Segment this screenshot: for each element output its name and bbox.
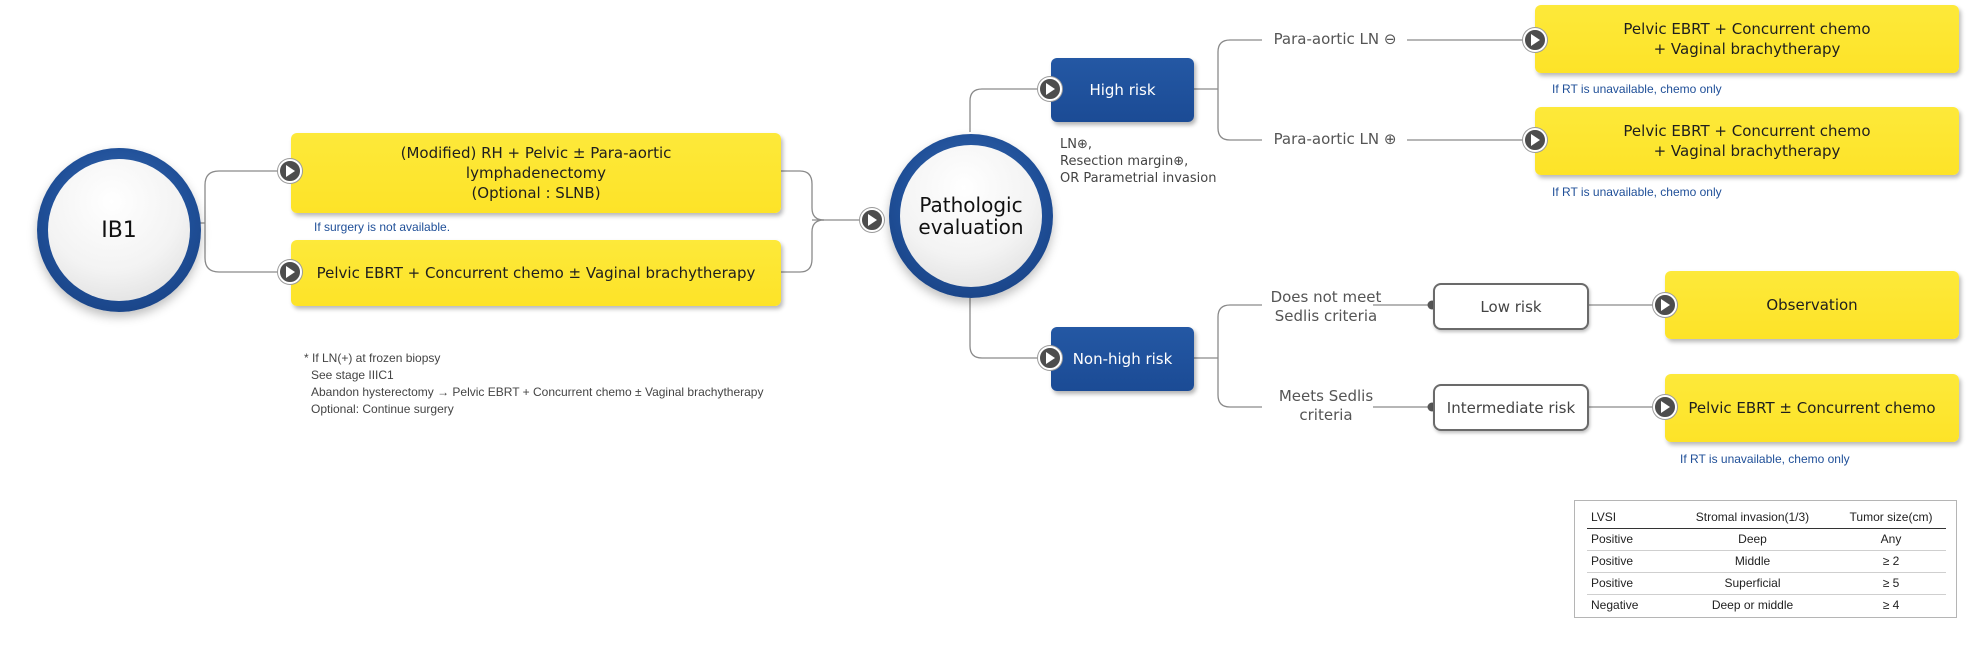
sedlis-line2: criteria xyxy=(1299,406,1353,424)
play-arrow-icon xyxy=(278,260,302,284)
para-aortic-positive-note: If RT is unavailable, chemo only xyxy=(1552,185,1722,199)
connector-nonhigh-low xyxy=(1217,304,1262,358)
high-risk-criteria-line2: Resection margin⊕, xyxy=(1060,154,1189,169)
sedlis-table: LVSI Stromal invasion(1/3) Tumor size(cm… xyxy=(1587,507,1946,616)
intermediate-treatment-label: Pelvic EBRT ± Concurrent chemo xyxy=(1688,399,1936,417)
table-cell: Any xyxy=(1836,528,1946,551)
ib1-node: IB1 xyxy=(37,148,201,312)
para-aortic-positive-treatment: Pelvic EBRT + Concurrent chemo + Vaginal… xyxy=(1535,107,1959,175)
table-cell: ≥ 2 xyxy=(1836,550,1946,573)
play-arrow-icon xyxy=(1038,346,1062,370)
evaluation-node: Pathologic evaluation xyxy=(889,134,1053,298)
para-aortic-positive-label: Para-aortic LN ⊕ xyxy=(1273,130,1397,148)
connector-nonhigh-inter xyxy=(1217,358,1262,408)
intermediate-risk-box: Intermediate risk xyxy=(1433,384,1589,431)
play-arrow-icon xyxy=(1523,128,1547,152)
play-arrow-icon xyxy=(1653,395,1677,419)
connector-eval-nonhigh xyxy=(969,298,1050,359)
surgery-line1: (Modified) RH + Pelvic ± Para-aortic xyxy=(400,144,672,162)
para-aortic-negative-treatment: Pelvic EBRT + Concurrent chemo + Vaginal… xyxy=(1535,5,1959,73)
play-arrow-icon xyxy=(1038,77,1062,101)
ib1-node-inner: IB1 xyxy=(48,159,190,301)
connector-radiation-merge xyxy=(780,219,825,273)
surgery-line2: lymphadenectomy xyxy=(465,164,607,182)
surgery-line3: (Optional : SLNB) xyxy=(471,184,601,202)
surgery-box: (Modified) RH + Pelvic ± Para-aortic lym… xyxy=(291,133,781,213)
table-row: Positive Deep Any xyxy=(1587,528,1946,551)
table-cell: Positive xyxy=(1587,528,1669,551)
not-sedlis-label: Does not meet Sedlis criteria xyxy=(1262,288,1390,326)
table-cell: Positive xyxy=(1587,572,1669,595)
evaluation-line1: Pathologic xyxy=(919,193,1023,217)
table-row: Negative Deep or middle ≥ 4 xyxy=(1587,594,1946,616)
high-risk-criteria-line1: LN⊕, xyxy=(1060,137,1092,152)
table-cell: Deep or middle xyxy=(1711,598,1794,613)
connector-high-pos xyxy=(1217,89,1262,141)
observation-label: Observation xyxy=(1766,296,1858,314)
header-lvsi: LVSI xyxy=(1587,507,1669,529)
low-risk-label: Low risk xyxy=(1480,297,1542,316)
high-risk-criteria: LN⊕, Resection margin⊕, OR Parametrial i… xyxy=(1060,136,1216,187)
play-arrow-icon xyxy=(1523,28,1547,52)
surgery-unavailable-note: If surgery is not available. xyxy=(314,220,451,234)
table-row: Positive Superficial ≥ 5 xyxy=(1587,572,1946,595)
sedlis-label: Meets Sedlis criteria xyxy=(1262,387,1390,425)
table-cell: Deep xyxy=(1669,528,1836,551)
table-row: Positive Middle ≥ 2 xyxy=(1587,550,1946,573)
connector-surgery-merge xyxy=(780,170,825,221)
non-high-risk-label: Non-high risk xyxy=(1072,350,1173,368)
table-cell: Middle xyxy=(1669,550,1836,573)
play-arrow-icon xyxy=(278,159,302,183)
connector-eval-high xyxy=(969,88,1050,132)
play-arrow-icon xyxy=(860,208,884,232)
high-risk-box: High risk xyxy=(1051,58,1194,122)
footnote-line2: See stage IIIC1 xyxy=(311,368,394,382)
table-cell: Positive xyxy=(1587,550,1669,573)
not-sedlis-line1: Does not meet xyxy=(1270,288,1382,306)
high-risk-label: High risk xyxy=(1089,81,1156,99)
para-aortic-positive-treatment-line2: + Vaginal brachytherapy xyxy=(1653,142,1841,160)
connector-ib1-radiation xyxy=(204,223,290,273)
intermediate-rt-note: If RT is unavailable, chemo only xyxy=(1680,452,1850,466)
non-high-risk-box: Non-high risk xyxy=(1051,327,1194,391)
table-cell: Superficial xyxy=(1669,572,1836,595)
para-aortic-negative-treatment-line1: Pelvic EBRT + Concurrent chemo xyxy=(1623,20,1871,38)
connector-high-neg xyxy=(1217,39,1262,89)
table-header-row: LVSI Stromal invasion(1/3) Tumor size(cm… xyxy=(1587,507,1946,529)
footnote-line4: Optional: Continue surgery xyxy=(311,402,454,416)
table-cell: ≥ 5 xyxy=(1836,572,1946,595)
para-aortic-negative-note: If RT is unavailable, chemo only xyxy=(1552,82,1722,96)
para-aortic-positive-treatment-line1: Pelvic EBRT + Concurrent chemo xyxy=(1623,122,1871,140)
not-sedlis-line2: Sedlis criteria xyxy=(1274,307,1378,325)
para-aortic-negative-treatment-line2: + Vaginal brachytherapy xyxy=(1653,40,1841,58)
high-risk-criteria-line3: OR Parametrial invasion xyxy=(1060,171,1217,186)
ib1-label: IB1 xyxy=(101,217,137,243)
footnote-line1: * If LN(+) at frozen biopsy xyxy=(304,351,441,365)
low-risk-box: Low risk xyxy=(1433,283,1589,330)
header-tumor-size: Tumor size(cm) xyxy=(1836,507,1946,529)
table-cell: ≥ 4 xyxy=(1882,598,1900,613)
intermediate-treatment-box: Pelvic EBRT ± Concurrent chemo xyxy=(1665,374,1959,442)
play-arrow-icon xyxy=(1653,293,1677,317)
evaluation-node-inner: Pathologic evaluation xyxy=(900,145,1042,287)
header-stromal: Stromal invasion(1/3) xyxy=(1669,507,1836,529)
radiation-box: Pelvic EBRT + Concurrent chemo ± Vaginal… xyxy=(291,240,781,306)
para-aortic-negative-label: Para-aortic LN ⊖ xyxy=(1273,30,1397,48)
intermediate-risk-label: Intermediate risk xyxy=(1446,398,1576,417)
radiation-label: Pelvic EBRT + Concurrent chemo ± Vaginal… xyxy=(316,264,756,282)
observation-box: Observation xyxy=(1665,271,1959,339)
footnote-line3: Abandon hysterectomy → Pelvic EBRT + Con… xyxy=(311,385,764,399)
sedlis-criteria-table: LVSI Stromal invasion(1/3) Tumor size(cm… xyxy=(1574,500,1957,618)
frozen-biopsy-footnote: * If LN(+) at frozen biopsy See stage II… xyxy=(304,350,763,418)
table-cell: Negative xyxy=(1591,598,1639,613)
evaluation-line2: evaluation xyxy=(918,215,1024,239)
sedlis-line1: Meets Sedlis xyxy=(1278,387,1374,405)
connector-ib1-surgery xyxy=(204,170,290,223)
